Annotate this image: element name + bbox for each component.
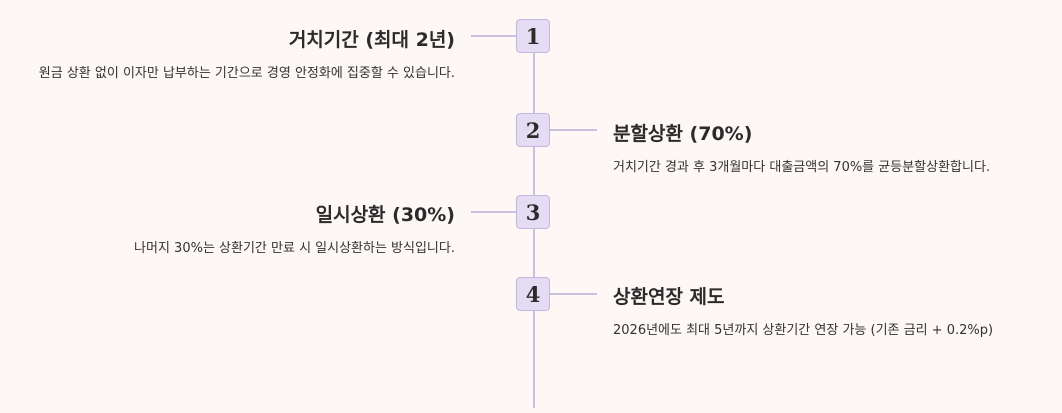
step-4-description: 2026년에도 최대 5년까지 상환기간 연장 가능 (기존 금리 + 0.2%… (613, 323, 994, 338)
step-1-description: 원금 상환 없이 이자만 납부하는 기간으로 경영 안정화에 집중할 수 있습니… (38, 66, 455, 81)
step-1-title: 거치기간 (최대 2년) (288, 29, 455, 51)
step-4-number-badge: 4 (516, 277, 550, 311)
step-2-description: 거치기간 경과 후 3개월마다 대출금액의 70%를 균등분할상환합니다. (613, 160, 991, 175)
step-2-number-badge: 2 (516, 113, 550, 147)
step-2-connector (550, 129, 597, 131)
step-2-title: 분할상환 (70%) (613, 123, 753, 145)
step-1-number-badge: 1 (516, 19, 550, 53)
step-4-connector (550, 293, 597, 295)
step-3-description: 나머지 30%는 상환기간 만료 시 일시상환하는 방식입니다. (134, 241, 455, 256)
step-3-connector (471, 211, 516, 213)
step-3-title: 일시상환 (30%) (315, 204, 455, 226)
step-1-connector (471, 35, 516, 37)
step-4-title: 상환연장 제도 (613, 286, 725, 308)
step-3-number-badge: 3 (516, 195, 550, 229)
